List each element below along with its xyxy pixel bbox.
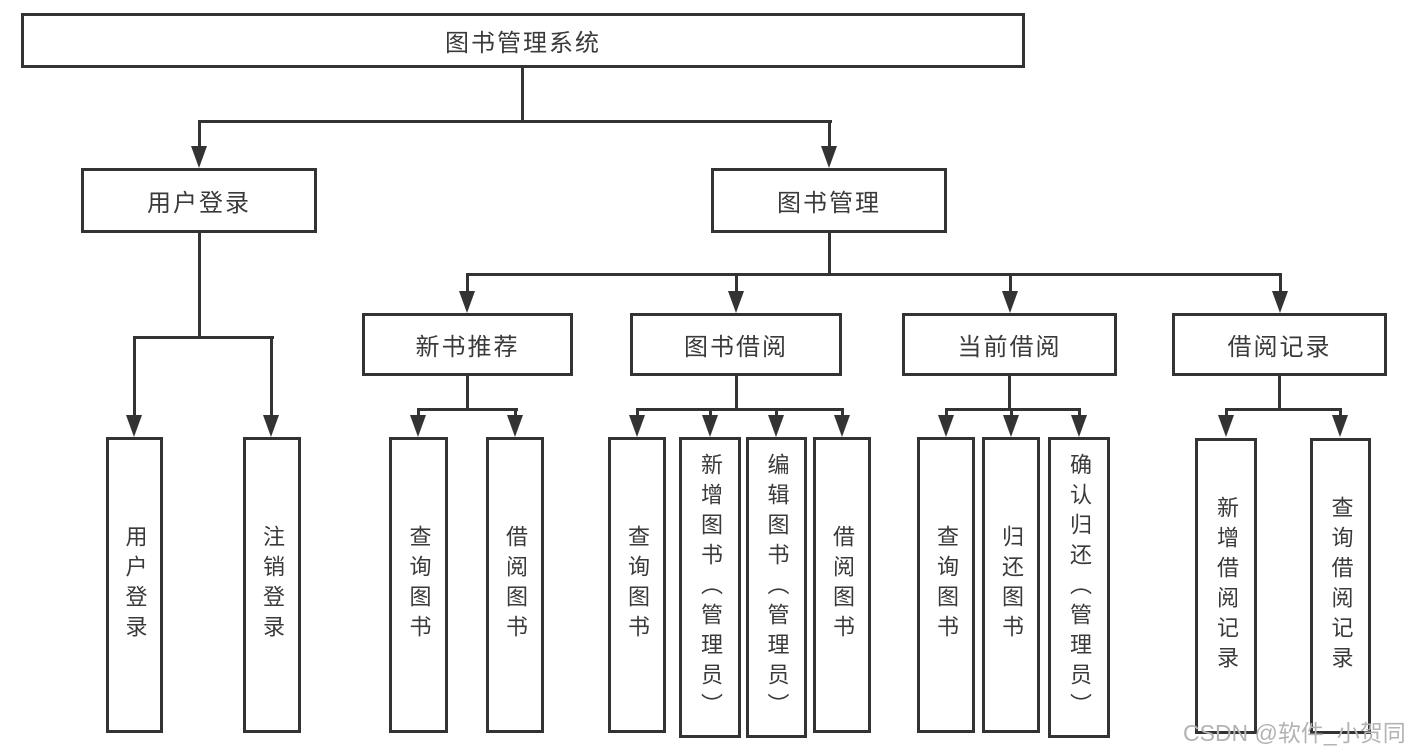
root-box-library-system: 图书管理系统 xyxy=(21,13,1025,68)
connector-line xyxy=(1010,408,1013,415)
connector-line xyxy=(466,376,469,411)
connector-line xyxy=(775,408,778,415)
leaf-query-book-current-label: 查询图书 xyxy=(934,525,959,645)
arrow-down-icon xyxy=(1003,415,1019,437)
connector-line xyxy=(1225,408,1342,411)
connector-line xyxy=(133,336,136,415)
arrow-down-icon xyxy=(938,415,954,437)
leaf-query-borrow-record-label: 查询借阅记录 xyxy=(1328,496,1354,676)
arrow-down-icon xyxy=(1002,291,1018,313)
csdn-watermark: CSDN @软件_小贺同学 xyxy=(1183,720,1405,746)
connector-line xyxy=(1339,408,1342,415)
connector-line xyxy=(945,408,1081,411)
leaf-edit-book-admin: 编辑图书（管理员） xyxy=(746,437,807,738)
connector-line xyxy=(1225,408,1228,415)
connector-line xyxy=(636,408,639,415)
root-label: 图书管理系统 xyxy=(445,30,601,57)
connector-line xyxy=(1278,376,1281,411)
connector-line xyxy=(417,408,420,415)
leaf-logout-label: 注销登录 xyxy=(260,525,285,645)
leaf-query-borrow-record: 查询借阅记录 xyxy=(1310,438,1371,734)
arrow-down-icon xyxy=(629,415,645,437)
node-book-borrow-label: 图书借阅 xyxy=(684,334,788,361)
connector-line xyxy=(1009,273,1012,291)
leaf-return-book-label: 归还图书 xyxy=(999,525,1024,645)
connector-line xyxy=(735,273,738,291)
connector-line xyxy=(466,273,1282,276)
arrow-down-icon xyxy=(1218,415,1234,437)
arrow-down-icon xyxy=(821,146,837,168)
connector-line xyxy=(133,336,274,339)
arrow-down-icon xyxy=(191,146,207,168)
arrow-down-icon xyxy=(768,415,784,437)
node-user-login: 用户登录 xyxy=(81,168,317,233)
leaf-user-login: 用户登录 xyxy=(106,437,163,733)
arrow-down-icon xyxy=(1272,291,1288,313)
arrow-down-icon xyxy=(507,415,523,437)
node-new-book-recommend-label: 新书推荐 xyxy=(415,334,520,361)
node-new-book-recommend: 新书推荐 xyxy=(362,313,573,376)
arrow-down-icon xyxy=(702,415,718,437)
arrow-down-icon xyxy=(1071,415,1087,437)
leaf-user-login-label: 用户登录 xyxy=(122,525,148,645)
connector-line xyxy=(828,120,831,146)
connector-line xyxy=(709,408,712,415)
connector-line xyxy=(1279,273,1282,291)
leaf-borrow-book-newrec-label: 借阅图书 xyxy=(503,525,528,645)
node-borrow-records-label: 借阅记录 xyxy=(1227,334,1332,361)
connector-line xyxy=(1008,376,1011,411)
node-book-management: 图书管理 xyxy=(711,168,947,233)
leaf-query-book-newrec: 查询图书 xyxy=(389,437,448,733)
arrow-down-icon xyxy=(834,415,850,437)
connector-line xyxy=(735,376,738,411)
arrow-down-icon xyxy=(263,415,279,437)
leaf-confirm-return-admin-label: 确认归还（管理员） xyxy=(1067,452,1092,723)
leaf-return-book: 归还图书 xyxy=(982,437,1040,733)
leaf-borrow-book-label: 借阅图书 xyxy=(830,525,855,645)
connector-line xyxy=(417,408,518,411)
connector-line xyxy=(521,68,524,122)
arrow-down-icon xyxy=(728,291,744,313)
leaf-add-book-admin: 新增图书（管理员） xyxy=(679,437,741,738)
connector-line xyxy=(828,233,831,276)
connector-line xyxy=(945,408,948,415)
leaf-add-borrow-record: 新增借阅记录 xyxy=(1195,438,1257,734)
leaf-confirm-return-admin: 确认归还（管理员） xyxy=(1048,437,1110,738)
leaf-add-borrow-record-label: 新增借阅记录 xyxy=(1214,496,1239,676)
node-current-borrow: 当前借阅 xyxy=(902,313,1117,376)
leaf-edit-book-admin-label: 编辑图书（管理员） xyxy=(764,452,790,723)
leaf-logout: 注销登录 xyxy=(243,437,301,733)
arrow-down-icon xyxy=(410,415,426,437)
node-borrow-records: 借阅记录 xyxy=(1172,313,1387,376)
leaf-add-book-admin-label: 新增图书（管理员） xyxy=(698,452,723,723)
leaf-query-book-borrow-label: 查询图书 xyxy=(625,525,650,645)
node-user-login-label: 用户登录 xyxy=(147,190,251,217)
connector-line xyxy=(270,336,273,415)
connector-line xyxy=(636,408,844,411)
connector-line xyxy=(1078,408,1081,415)
leaf-borrow-book: 借阅图书 xyxy=(813,437,871,733)
connector-line xyxy=(514,408,517,415)
node-book-management-label: 图书管理 xyxy=(777,190,881,217)
connector-line xyxy=(198,120,201,146)
arrow-down-icon xyxy=(126,415,142,437)
leaf-query-book-newrec-label: 查询图书 xyxy=(406,525,432,645)
connector-line xyxy=(198,233,201,339)
leaf-borrow-book-newrec: 借阅图书 xyxy=(486,437,544,733)
node-current-borrow-label: 当前借阅 xyxy=(957,334,1062,361)
connector-line xyxy=(841,408,844,415)
arrow-down-icon xyxy=(1332,415,1348,437)
connector-line xyxy=(198,120,832,123)
connector-line xyxy=(466,273,469,291)
node-book-borrow: 图书借阅 xyxy=(630,313,842,376)
leaf-query-book-borrow: 查询图书 xyxy=(608,437,666,733)
arrow-down-icon xyxy=(459,291,475,313)
leaf-query-book-current: 查询图书 xyxy=(917,437,975,733)
